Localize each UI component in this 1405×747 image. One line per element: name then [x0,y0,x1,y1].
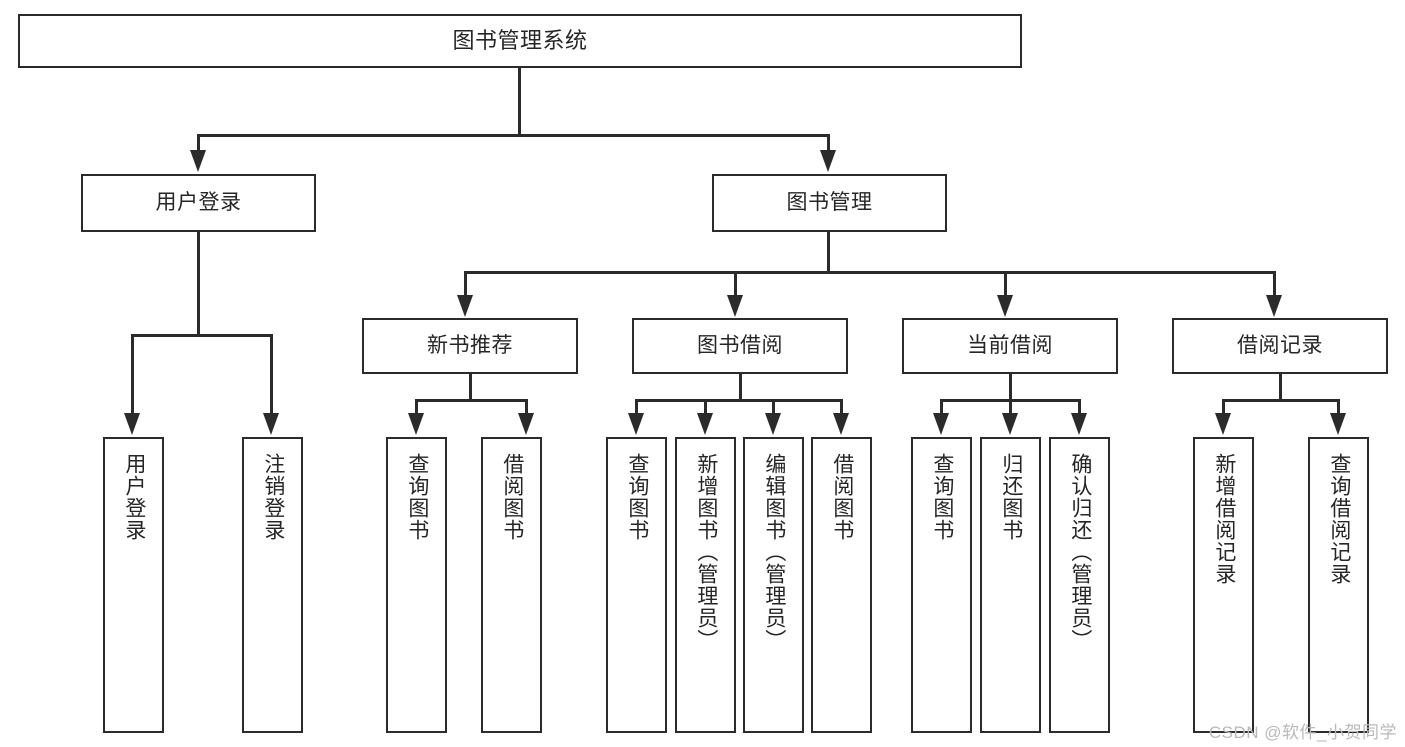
connector-root-stem [518,68,521,136]
arrow-to-leaf-query-record [1330,413,1346,435]
connector-root-to-book-management [827,134,830,152]
node-label: 当前借阅 [967,333,1053,357]
node-borrow-record[interactable]: 借阅记录 [1172,318,1388,374]
arrow-to-book-management [820,150,836,172]
node-leaf-logout-login[interactable]: 注销登录 [242,437,303,733]
node-label: 用户登录 [155,190,242,214]
connector-cb-drop-3 [1078,399,1081,415]
node-leaf-user-login[interactable]: 用户登录 [103,437,164,733]
node-label: 借阅图书 [500,453,524,541]
connector-bm-drop-4 [1273,271,1276,297]
arrow-to-leaf-logout-login [263,413,279,435]
connector-bb-drop-1 [635,399,638,415]
arrow-to-leaf-confirm-return [1071,413,1087,435]
connector-nbr-drop-1 [415,399,418,415]
node-label: 查询图书 [930,453,954,541]
arrow-to-leaf-query-book-3 [933,413,949,435]
node-label: 图书借阅 [697,333,783,357]
node-label: 借阅图书 [830,453,854,541]
connector-nbr-drop-2 [525,399,528,415]
arrow-to-user-login [190,150,206,172]
connector-cb-drop-2 [1009,399,1012,415]
connector-user-login-drop-1 [131,334,134,415]
connector-root-bus [197,134,830,137]
node-current-borrow[interactable]: 当前借阅 [902,318,1118,374]
node-leaf-borrow-book-1[interactable]: 借阅图书 [481,437,542,733]
node-leaf-borrow-book-2[interactable]: 借阅图书 [811,437,872,733]
arrow-to-leaf-add-record [1215,413,1231,435]
arrow-to-leaf-borrow-book-2 [833,413,849,435]
node-leaf-edit-book[interactable]: 编辑图书（管理员） [743,437,804,733]
connector-br-bus [1222,399,1340,402]
arrow-to-current-borrow [997,295,1013,317]
arrow-to-borrow-record [1266,295,1282,317]
node-leaf-query-book-1[interactable]: 查询图书 [386,437,447,733]
arrow-to-leaf-user-login [124,413,140,435]
arrow-to-book-borrow [727,295,743,317]
connector-root-to-user-login [197,134,200,152]
connector-user-login-bus [131,334,273,337]
node-label: 新增图书（管理员） [694,453,718,651]
node-leaf-query-record[interactable]: 查询借阅记录 [1308,437,1369,733]
node-book-borrow[interactable]: 图书借阅 [632,318,848,374]
node-label: 确认归还（管理员） [1068,453,1092,651]
node-leaf-query-book-2[interactable]: 查询图书 [606,437,667,733]
arrow-to-leaf-add-book [697,413,713,435]
connector-bb-stem [739,374,742,402]
connector-user-login-drop-2 [270,334,273,415]
node-leaf-add-record[interactable]: 新增借阅记录 [1193,437,1254,733]
connector-user-login-stem [197,232,200,337]
arrow-to-new-book-recommend [457,295,473,317]
connector-br-drop-2 [1337,399,1340,415]
connector-bm-drop-3 [1004,271,1007,297]
connector-br-drop-1 [1222,399,1225,415]
node-new-book-recommend[interactable]: 新书推荐 [362,318,578,374]
node-label: 查询借阅记录 [1327,453,1351,585]
node-leaf-return-book[interactable]: 归还图书 [980,437,1041,733]
node-leaf-confirm-return[interactable]: 确认归还（管理员） [1049,437,1110,733]
node-label: 图书管理系统 [452,28,588,54]
node-label: 归还图书 [999,453,1023,541]
connector-book-management-stem [827,232,830,274]
arrow-to-leaf-edit-book [765,413,781,435]
node-label: 查询图书 [625,453,649,541]
node-label: 注销登录 [261,453,285,541]
connector-bb-drop-2 [704,399,707,415]
connector-br-stem [1279,374,1282,402]
node-leaf-query-book-3[interactable]: 查询图书 [911,437,972,733]
arrow-to-leaf-borrow-book-1 [518,413,534,435]
arrow-to-leaf-query-book-1 [408,413,424,435]
node-label: 新书推荐 [427,333,513,357]
arrow-to-leaf-query-book-2 [628,413,644,435]
node-label: 借阅记录 [1237,333,1323,357]
arrow-to-leaf-return-book [1002,413,1018,435]
connector-bb-bus [635,399,843,402]
connector-cb-stem [1009,374,1012,402]
connector-bm-drop-2 [734,271,737,297]
node-label: 新增借阅记录 [1212,453,1236,585]
node-label: 图书管理 [786,190,873,214]
connector-cb-drop-1 [940,399,943,415]
node-root-system[interactable]: 图书管理系统 [18,14,1022,68]
node-book-management[interactable]: 图书管理 [712,174,947,232]
node-label: 查询图书 [405,453,429,541]
connector-nbr-bus [415,399,528,402]
connector-bb-drop-3 [772,399,775,415]
connector-bb-drop-4 [840,399,843,415]
node-label: 用户登录 [122,453,146,541]
node-leaf-add-book[interactable]: 新增图书（管理员） [675,437,736,733]
node-label: 编辑图书（管理员） [762,453,786,651]
connector-bm-drop-1 [464,271,467,297]
connector-book-management-bus [464,271,1276,274]
node-user-login[interactable]: 用户登录 [81,174,316,232]
connector-nbr-stem [469,374,472,402]
